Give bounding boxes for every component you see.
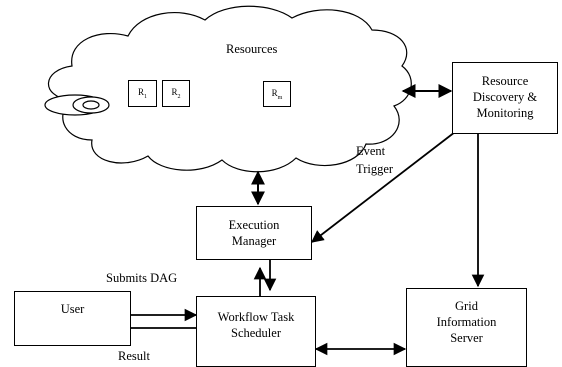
execution-manager-box: Execution Manager — [196, 206, 312, 260]
gis-line-2: Information — [436, 315, 497, 329]
event-trigger-label: Event Trigger — [356, 144, 394, 176]
arrow-event-trigger — [311, 131, 456, 243]
user-box: User — [14, 291, 131, 346]
execution-line-2: Manager — [231, 234, 277, 248]
workflow-scheduler-box: Workflow Task Scheduler — [196, 296, 316, 367]
resource-rm-label: Rm — [271, 88, 283, 101]
resource-box-r2: R2 — [162, 80, 190, 107]
resource-discovery-box: Resource Discovery & Monitoring — [452, 62, 558, 134]
gis-line-3: Server — [450, 331, 483, 345]
result-label: Result — [118, 349, 150, 363]
resource-r1-label: R1 — [137, 87, 147, 100]
discovery-line-2: Discovery & — [472, 90, 538, 104]
submits-dag-label: Submits DAG — [106, 271, 178, 285]
grid-information-server-box: Grid Information Server — [406, 288, 527, 367]
resource-r2-label: R2 — [171, 87, 181, 100]
user-label: User — [60, 302, 85, 316]
execution-line-1: Execution — [228, 218, 280, 232]
gis-line-1: Grid — [455, 299, 478, 313]
resource-box-r1: R1 — [128, 80, 157, 107]
scheduler-line-2: Scheduler — [231, 326, 281, 340]
discovery-line-3: Monitoring — [476, 106, 534, 120]
storage-disk-icon — [44, 94, 110, 116]
scheduler-line-1: Workflow Task — [217, 310, 295, 324]
discovery-line-1: Resource — [481, 74, 529, 88]
cloud-title: Resources — [226, 42, 278, 56]
resource-box-rm: Rm — [263, 81, 291, 107]
